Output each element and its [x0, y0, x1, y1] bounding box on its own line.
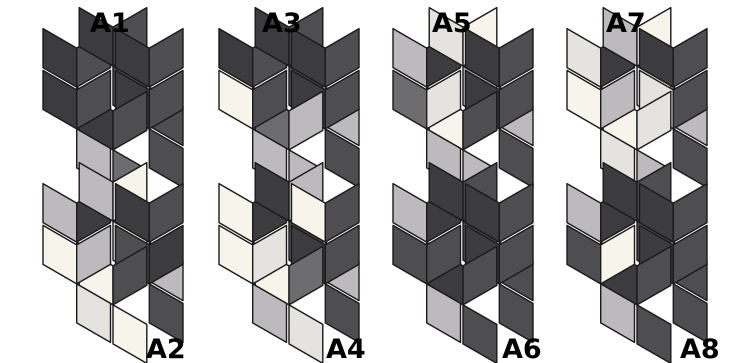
rhombus-face [289, 305, 323, 363]
panel-a8: A8 [567, 163, 720, 363]
panel-label: A8 [680, 334, 720, 363]
panel-a2: A2 [43, 163, 186, 363]
panel-label: A1 [90, 8, 130, 39]
panel-label: A7 [606, 8, 646, 39]
panel-a5: A5 [393, 8, 533, 209]
panel-label: A6 [502, 334, 542, 363]
rhombus-face [463, 305, 497, 363]
rhombus-face [637, 305, 671, 363]
panel-a4: A4 [219, 163, 366, 363]
rhombus-face [113, 305, 147, 363]
panel-label: A3 [262, 8, 302, 39]
panel-a6: A6 [393, 163, 542, 363]
panel-a3: A3 [219, 8, 359, 209]
panel-label: A2 [146, 334, 186, 363]
panel-a1: A1 [43, 8, 183, 209]
panel-a7: A7 [567, 8, 707, 209]
panel-label: A5 [432, 8, 472, 39]
panel-label: A4 [326, 334, 366, 363]
